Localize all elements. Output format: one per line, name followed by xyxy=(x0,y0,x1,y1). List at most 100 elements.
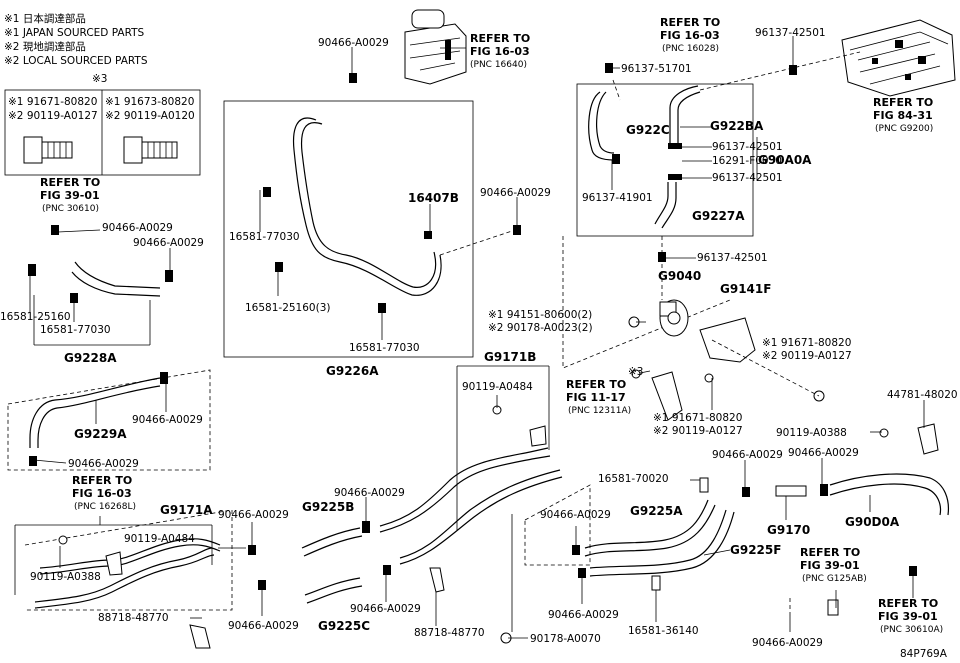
part-label: G922BA xyxy=(710,119,764,133)
bolt-icon xyxy=(704,373,714,383)
part-label: G9141F xyxy=(720,282,771,296)
part-label: 90466-A0029 xyxy=(132,414,203,426)
bracket-icon xyxy=(105,551,123,576)
ref-5: REFER TO FIG 11-17 (PNC 12311A) xyxy=(566,378,631,416)
ref-4: REFER TO FIG 39-01 (PNC 30610) xyxy=(40,176,100,214)
water-pump-icon xyxy=(659,299,689,337)
part-label: 16581-25160 xyxy=(0,311,71,323)
hose-g9225b xyxy=(301,527,361,549)
note-en-2: ※2 LOCAL SOURCED PARTS xyxy=(4,55,148,67)
ref-3-line-3: (PNC G9200) xyxy=(875,124,933,134)
clamps xyxy=(28,63,939,649)
g9225a-dashed-region xyxy=(524,484,591,566)
ref-4-line-2: FIG 39-01 xyxy=(40,189,100,202)
part-label: 90178-A0070 xyxy=(530,633,601,645)
part-label: G9170 xyxy=(767,523,810,537)
sensor-icon xyxy=(827,599,839,616)
clamp-icon xyxy=(275,262,283,272)
part-label: 90119-A0388 xyxy=(30,571,101,583)
clamp-icon xyxy=(605,63,613,73)
part-label: ※2 90119-A0127 xyxy=(762,350,852,362)
bolt-right-2: ※2 90119-A0120 xyxy=(105,110,195,122)
part-label: 90119-A0484 xyxy=(124,533,195,545)
hoses xyxy=(29,85,950,609)
part-label: 90466-A0029 xyxy=(752,637,823,649)
flange-bolt-right-icon xyxy=(123,136,178,164)
part-label: 96137-42501 xyxy=(697,252,768,264)
part-label: 16581-36140 xyxy=(628,625,699,637)
ref-7-line-1: REFER TO xyxy=(800,546,860,559)
bolt-table-header: ※3 xyxy=(92,73,107,85)
clamp-icon xyxy=(909,566,917,576)
part-label: 16581-25160(3) xyxy=(245,302,330,314)
bracket-icon xyxy=(529,425,547,447)
hose-g9225a xyxy=(584,499,709,549)
part-label: 90466-A0029 xyxy=(712,449,783,461)
clamp-icon xyxy=(424,231,432,239)
part-label: 96137-51701 xyxy=(621,63,692,75)
ref-7-line-3: (PNC G125AB) xyxy=(802,574,867,584)
clamp-icon xyxy=(668,143,682,149)
connector-g9170 xyxy=(775,485,807,497)
pipe-g9171a xyxy=(34,547,213,603)
part-label: ※1 91671-80820 xyxy=(653,412,742,424)
ref-6-line-3: (PNC 16268L) xyxy=(74,502,136,512)
part-label: 44781-48020 xyxy=(887,389,958,401)
hose-g90d0a xyxy=(829,473,950,516)
part-label: 96137-42501 xyxy=(712,141,783,153)
part-label: ※1 94151-80600(2) xyxy=(488,309,592,321)
clamp-icon xyxy=(572,545,580,555)
part-label: 96137-42501 xyxy=(755,27,826,39)
ref-8-line-3: (PNC 30610A) xyxy=(880,625,943,635)
bolt-table: ※3 ※1 91671-80820 ※2 90119-A0127 ※1 9167… xyxy=(4,73,201,176)
ref-2-line-3: (PNC 16028) xyxy=(662,44,719,54)
hose-g9228a xyxy=(74,261,161,289)
clamp-icon xyxy=(349,73,357,83)
g90a0a-frame xyxy=(576,83,754,237)
clamp-icon xyxy=(51,225,59,235)
hose-g9226a xyxy=(292,117,442,296)
ref-8: REFER TO FIG 39-01 (PNC 30610A) xyxy=(878,597,943,635)
ref-4-line-1: REFER TO xyxy=(40,176,100,189)
clamp-icon xyxy=(28,264,36,276)
bolt-right-1: ※1 91673-80820 xyxy=(105,96,194,108)
part-label: 90466-A0029 xyxy=(102,222,173,234)
part-labels: 90466-A0029 90466-A0029 90466-A0029 9046… xyxy=(0,27,958,660)
part-label: G90D0A xyxy=(845,515,900,529)
clamp-icon xyxy=(820,484,828,496)
part-label: G9225B xyxy=(302,500,354,514)
part-label: G9226A xyxy=(326,364,379,378)
part-label: G9229A xyxy=(74,427,127,441)
part-label: ※3 xyxy=(628,366,643,378)
ref-1-line-2: FIG 16-03 xyxy=(470,45,530,58)
ref-6: REFER TO FIG 16-03 (PNC 16268L) xyxy=(72,474,136,512)
bracket-icon xyxy=(917,423,939,455)
part-label: G9040 xyxy=(658,269,701,283)
bolt-icon xyxy=(58,535,68,545)
reservoir-tank-icon xyxy=(404,9,467,85)
ref-8-line-1: REFER TO xyxy=(878,597,938,610)
part-label: G9171A xyxy=(160,503,213,517)
clamp-icon xyxy=(70,293,78,303)
part-label: G9225C xyxy=(318,619,370,633)
clamp-icon xyxy=(165,270,173,282)
clamp-icon xyxy=(383,565,391,575)
part-label: G9171B xyxy=(484,350,536,364)
note-en-1: ※1 JAPAN SOURCED PARTS xyxy=(4,27,145,39)
clamp-icon xyxy=(578,568,586,578)
clamp-icon xyxy=(789,65,797,75)
part-label: ※2 90119-A0127 xyxy=(653,425,743,437)
part-label: G9225F xyxy=(730,543,781,557)
ref-3: REFER TO FIG 84-31 (PNC G9200) xyxy=(873,96,933,134)
part-label: 96137-41901 xyxy=(582,192,653,204)
clamp-icon xyxy=(258,580,266,590)
ref-1: REFER TO FIG 16-03 (PNC 16640) xyxy=(470,32,530,70)
part-label: 16407B xyxy=(408,191,459,205)
figure-id: 84P769A xyxy=(900,648,948,660)
part-label: 90466-A0029 xyxy=(318,37,389,49)
part-label: 96137-42501 xyxy=(712,172,783,184)
part-label: 16581-77030 xyxy=(229,231,300,243)
part-label: 88718-48770 xyxy=(98,612,169,624)
part-label: 90466-A0029 xyxy=(334,487,405,499)
